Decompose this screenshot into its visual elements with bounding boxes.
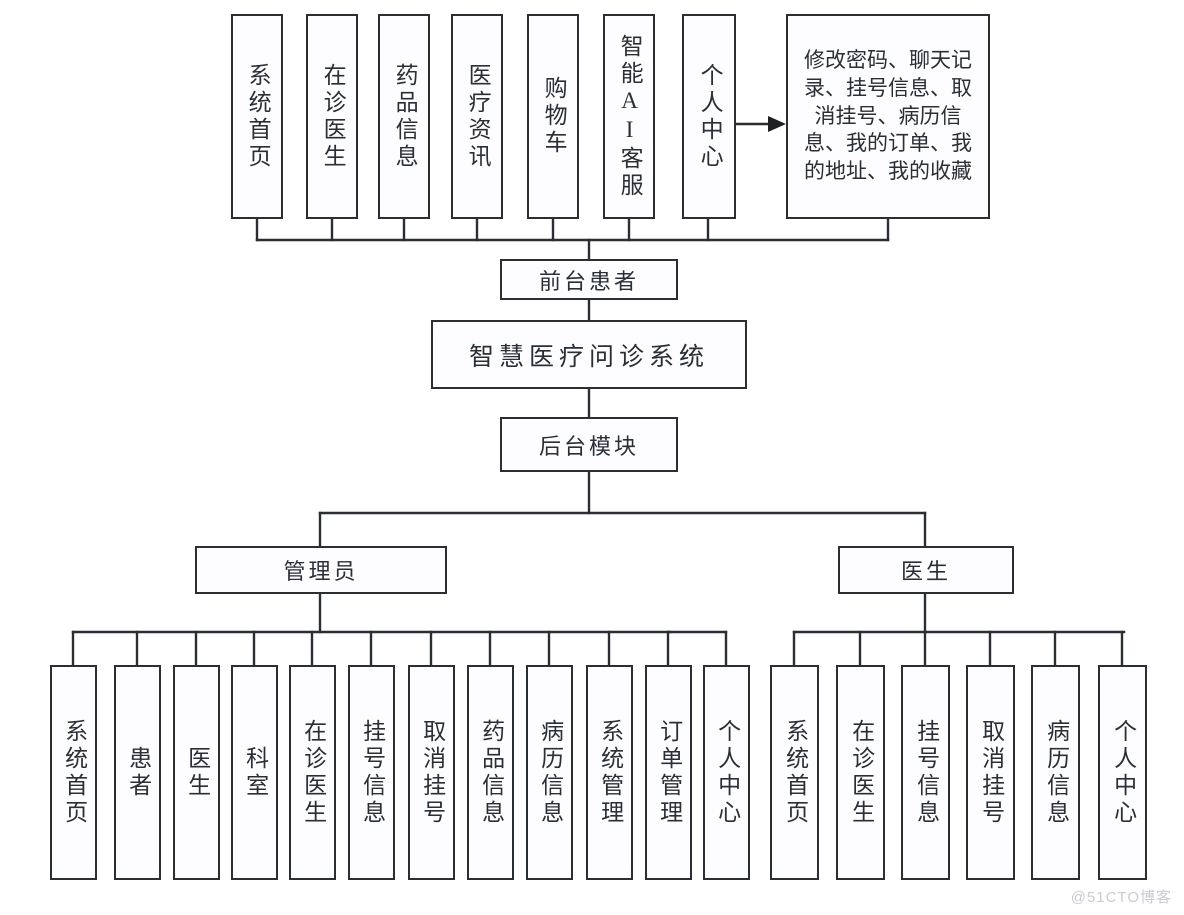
system-title-node: 智慧医疗问诊系统 <box>431 320 747 389</box>
admin-item-11[interactable]: 订单管理 <box>645 665 692 880</box>
frontend-item-1[interactable]: 系统首页 <box>231 14 283 219</box>
doctor-item-5[interactable]: 病历信息 <box>1031 665 1080 880</box>
frontend-role-node[interactable]: 前台患者 <box>500 259 678 300</box>
admin-item-4[interactable]: 科室 <box>231 665 278 880</box>
admin-item-10[interactable]: 系统管理 <box>586 665 633 880</box>
role-admin-node[interactable]: 管理员 <box>195 546 447 594</box>
frontend-item-5[interactable]: 购物车 <box>527 14 579 219</box>
frontend-item-7[interactable]: 个人中心 <box>682 14 736 219</box>
admin-item-7[interactable]: 取消挂号 <box>408 665 455 880</box>
frontend-item-2[interactable]: 在诊医生 <box>306 14 358 219</box>
admin-item-2[interactable]: 患者 <box>114 665 161 880</box>
frontend-item-4[interactable]: 医疗资讯 <box>451 14 503 219</box>
watermark-label: @51CTO博客 <box>1070 889 1172 906</box>
personal-center-detail-box: 修改密码、聊天记录、挂号信息、取消挂号、病历信息、我的订单、我的地址、我的收藏 <box>786 14 990 219</box>
doctor-item-4[interactable]: 取消挂号 <box>966 665 1015 880</box>
admin-item-8[interactable]: 药品信息 <box>467 665 514 880</box>
backend-module-node[interactable]: 后台模块 <box>500 417 678 472</box>
admin-item-3[interactable]: 医生 <box>173 665 220 880</box>
admin-item-1[interactable]: 系统首页 <box>50 665 97 880</box>
admin-item-9[interactable]: 病历信息 <box>526 665 573 880</box>
role-doctor-node[interactable]: 医生 <box>838 546 1014 594</box>
admin-item-5[interactable]: 在诊医生 <box>289 665 336 880</box>
doctor-item-3[interactable]: 挂号信息 <box>901 665 950 880</box>
doctor-item-6[interactable]: 个人中心 <box>1098 665 1147 880</box>
frontend-item-3[interactable]: 药品信息 <box>378 14 430 219</box>
frontend-item-6[interactable]: 智能AI客服 <box>603 14 655 219</box>
admin-item-6[interactable]: 挂号信息 <box>348 665 395 880</box>
doctor-item-1[interactable]: 系统首页 <box>770 665 819 880</box>
arrow-head-personal-center <box>768 116 786 132</box>
doctor-item-2[interactable]: 在诊医生 <box>836 665 885 880</box>
admin-item-12[interactable]: 个人中心 <box>703 665 750 880</box>
